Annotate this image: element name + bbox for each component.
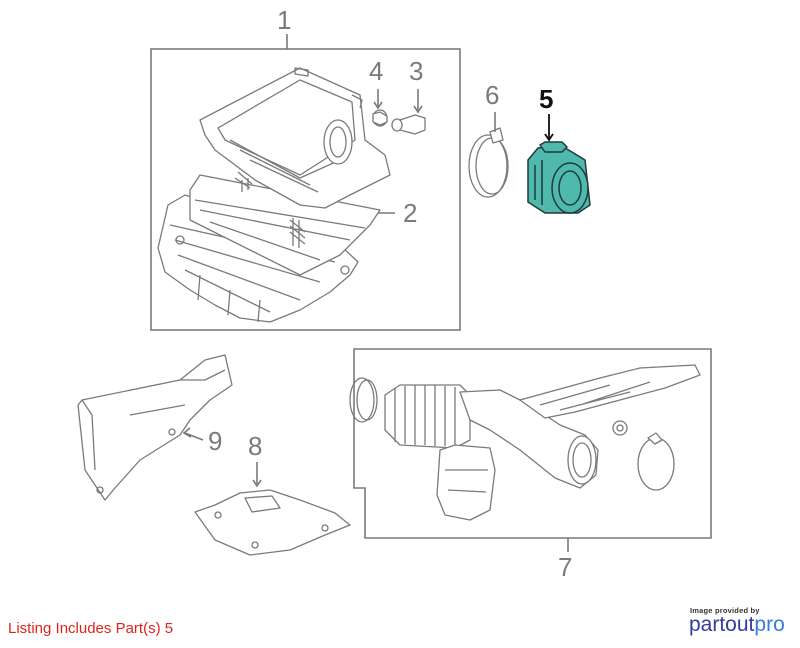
part-5-mass-air-flow-sensor: 5 (527, 84, 591, 214)
assembly-box-1 (150, 48, 461, 331)
callout-5: 5 (539, 84, 553, 114)
assembly-box-7 (353, 348, 712, 539)
part-4-sensor: 4 (369, 56, 388, 127)
callout-3: 3 (409, 56, 423, 86)
brand-name-part1: partout (689, 613, 755, 636)
callout-8: 8 (248, 431, 262, 461)
part-9-bracket: 9 (77, 354, 233, 501)
brand-provided-by: Image provided by (690, 606, 760, 615)
intake-duct-assembly-group: 7 (349, 348, 712, 582)
air-cleaner-upper-cover (199, 67, 391, 209)
air-filter-element: 2 (189, 174, 417, 276)
callout-6: 6 (485, 80, 499, 110)
part-8-plate: 8 (194, 431, 351, 556)
brand-name-part2: pro (754, 613, 785, 636)
listing-note: Listing Includes Part(s) 5 (8, 620, 174, 637)
callout-9: 9 (208, 426, 222, 456)
callout-4: 4 (369, 56, 383, 86)
part-6-clamp: 6 (468, 80, 509, 198)
part-3-connector: 3 (391, 56, 426, 135)
brand-logo: partoutpro (689, 613, 785, 637)
callout-2: 2 (403, 198, 417, 228)
air-cleaner-assembly-group: 1 2 (150, 5, 461, 331)
callout-7: 7 (558, 552, 572, 582)
callout-1: 1 (277, 5, 291, 35)
